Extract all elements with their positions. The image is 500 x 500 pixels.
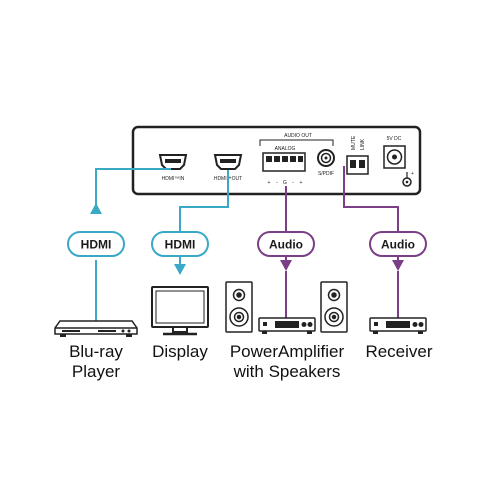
display-label: Display: [152, 342, 208, 361]
analog-label: ANALOG: [275, 146, 296, 152]
arrow-down-icon: [280, 260, 292, 271]
link-label: LINK: [360, 138, 366, 150]
arrow-down-icon: [174, 264, 186, 275]
speaker-left-icon: [225, 281, 253, 333]
svg-text:+: +: [411, 171, 414, 177]
amplifier-label-line2: with Speakers: [233, 362, 341, 381]
audio-analog-line: [280, 186, 292, 318]
arrow-down-icon: [392, 260, 404, 271]
analog-pin-1: +: [268, 180, 271, 186]
audio-out-label: AUDIO OUT: [284, 133, 312, 139]
analog-pin-4: -: [292, 180, 294, 186]
svg-text:Audio: Audio: [381, 238, 415, 252]
svg-text:HDMI: HDMI: [165, 238, 196, 252]
analog-pin-2: -: [276, 180, 278, 186]
mute-label: MUTE: [351, 135, 357, 150]
hdmi-in-pill: HDMI: [67, 231, 125, 257]
spdif-label: S/PDIF: [318, 171, 334, 177]
arrow-up-icon: [90, 203, 102, 214]
hdmi-in-label: HDMI™IN: [162, 176, 185, 182]
analog-terminal-block: + - G - +: [262, 152, 306, 186]
power-label: 5V DC: [387, 136, 402, 142]
analog-pin-3: G: [283, 180, 287, 186]
hdmi-out-pill: HDMI: [151, 231, 209, 257]
power-amplifier-icon: [258, 317, 316, 334]
receiver-label: Receiver: [365, 342, 432, 361]
display-icon: [151, 286, 209, 336]
hdmi-in-line: [90, 168, 171, 321]
hdmi-out-line: [174, 170, 229, 275]
mute-link-block: MUTE LINK: [346, 135, 369, 175]
bluray-label-line1: Blu-ray: [69, 342, 123, 361]
dc-polarity-icon: +: [402, 171, 414, 187]
svg-text:HDMI: HDMI: [81, 238, 112, 252]
audio-spdif-pill: Audio: [369, 231, 427, 257]
bluray-player-icon: [54, 320, 138, 337]
audio-spdif-line: [343, 166, 404, 318]
power-port: 5V DC +: [383, 136, 414, 187]
speaker-right-icon: [320, 281, 348, 333]
analog-pin-5: +: [300, 180, 303, 186]
receiver-icon: [369, 317, 427, 334]
hdmi-in-port: HDMI™IN: [158, 154, 188, 182]
spdif-port: S/PDIF: [317, 149, 335, 177]
audio-out-group: AUDIO OUT ANALOG: [259, 133, 334, 152]
audio-analog-pill: Audio: [257, 231, 315, 257]
amplifier-label-line1: PowerAmplifier: [230, 342, 345, 361]
bluray-label-line2: Player: [72, 362, 121, 381]
main-unit: HDMI™IN HDMI™OUT AUDIO OUT ANALOG + - G …: [131, 125, 422, 196]
svg-text:Audio: Audio: [269, 238, 303, 252]
